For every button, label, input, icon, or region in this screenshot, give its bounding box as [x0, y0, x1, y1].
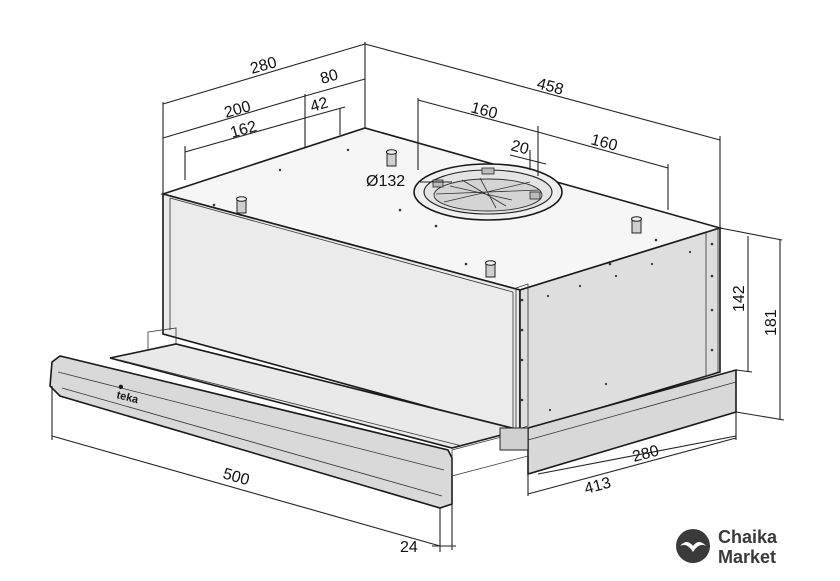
mounting-bolt [631, 216, 642, 234]
dim-fan-left: 160 [469, 99, 499, 122]
hood-side-face [519, 226, 721, 434]
hood-body [147, 127, 737, 476]
mounting-bolt [236, 196, 247, 214]
visor-logo: teka [115, 384, 140, 406]
dimension-labels: 280 200 80 162 42 458 160 160 20 Ø132 14… [221, 54, 780, 556]
dim-depth-inner: 162 [228, 118, 258, 142]
dim-depth-total: 280 [248, 54, 278, 78]
top-details [212, 148, 658, 278]
brand-line-2: Market [718, 547, 776, 567]
visor: teka [49, 343, 529, 509]
visor-logo-text: teka [115, 389, 140, 406]
dim-offset-rear-inner: 42 [308, 95, 330, 116]
dim-duct-diameter: Ø132 [366, 173, 405, 190]
dim-fan-right: 160 [589, 131, 619, 154]
dim-visor-width: 500 [221, 466, 251, 490]
dim-fan-offset: 20 [509, 137, 531, 158]
chaika-market-logo: Chaika Market [676, 527, 778, 567]
brand-line-1: Chaika [718, 527, 778, 547]
dim-height-body: 142 [731, 285, 748, 312]
mounting-bolt [386, 149, 397, 167]
dim-height-total: 181 [763, 309, 780, 336]
dim-offset-rear: 80 [318, 67, 340, 88]
dim-width-bottom: 413 [583, 475, 613, 498]
dim-visor-depth: 24 [400, 539, 418, 556]
dim-depth-front: 200 [222, 98, 252, 122]
mounting-bolt [485, 260, 496, 278]
side-rivets [520, 242, 714, 412]
dim-width-total: 458 [535, 75, 565, 98]
dim-width-bottom-back: 280 [631, 443, 661, 466]
duct-collar [413, 163, 563, 221]
dimension-lines [51, 42, 785, 552]
